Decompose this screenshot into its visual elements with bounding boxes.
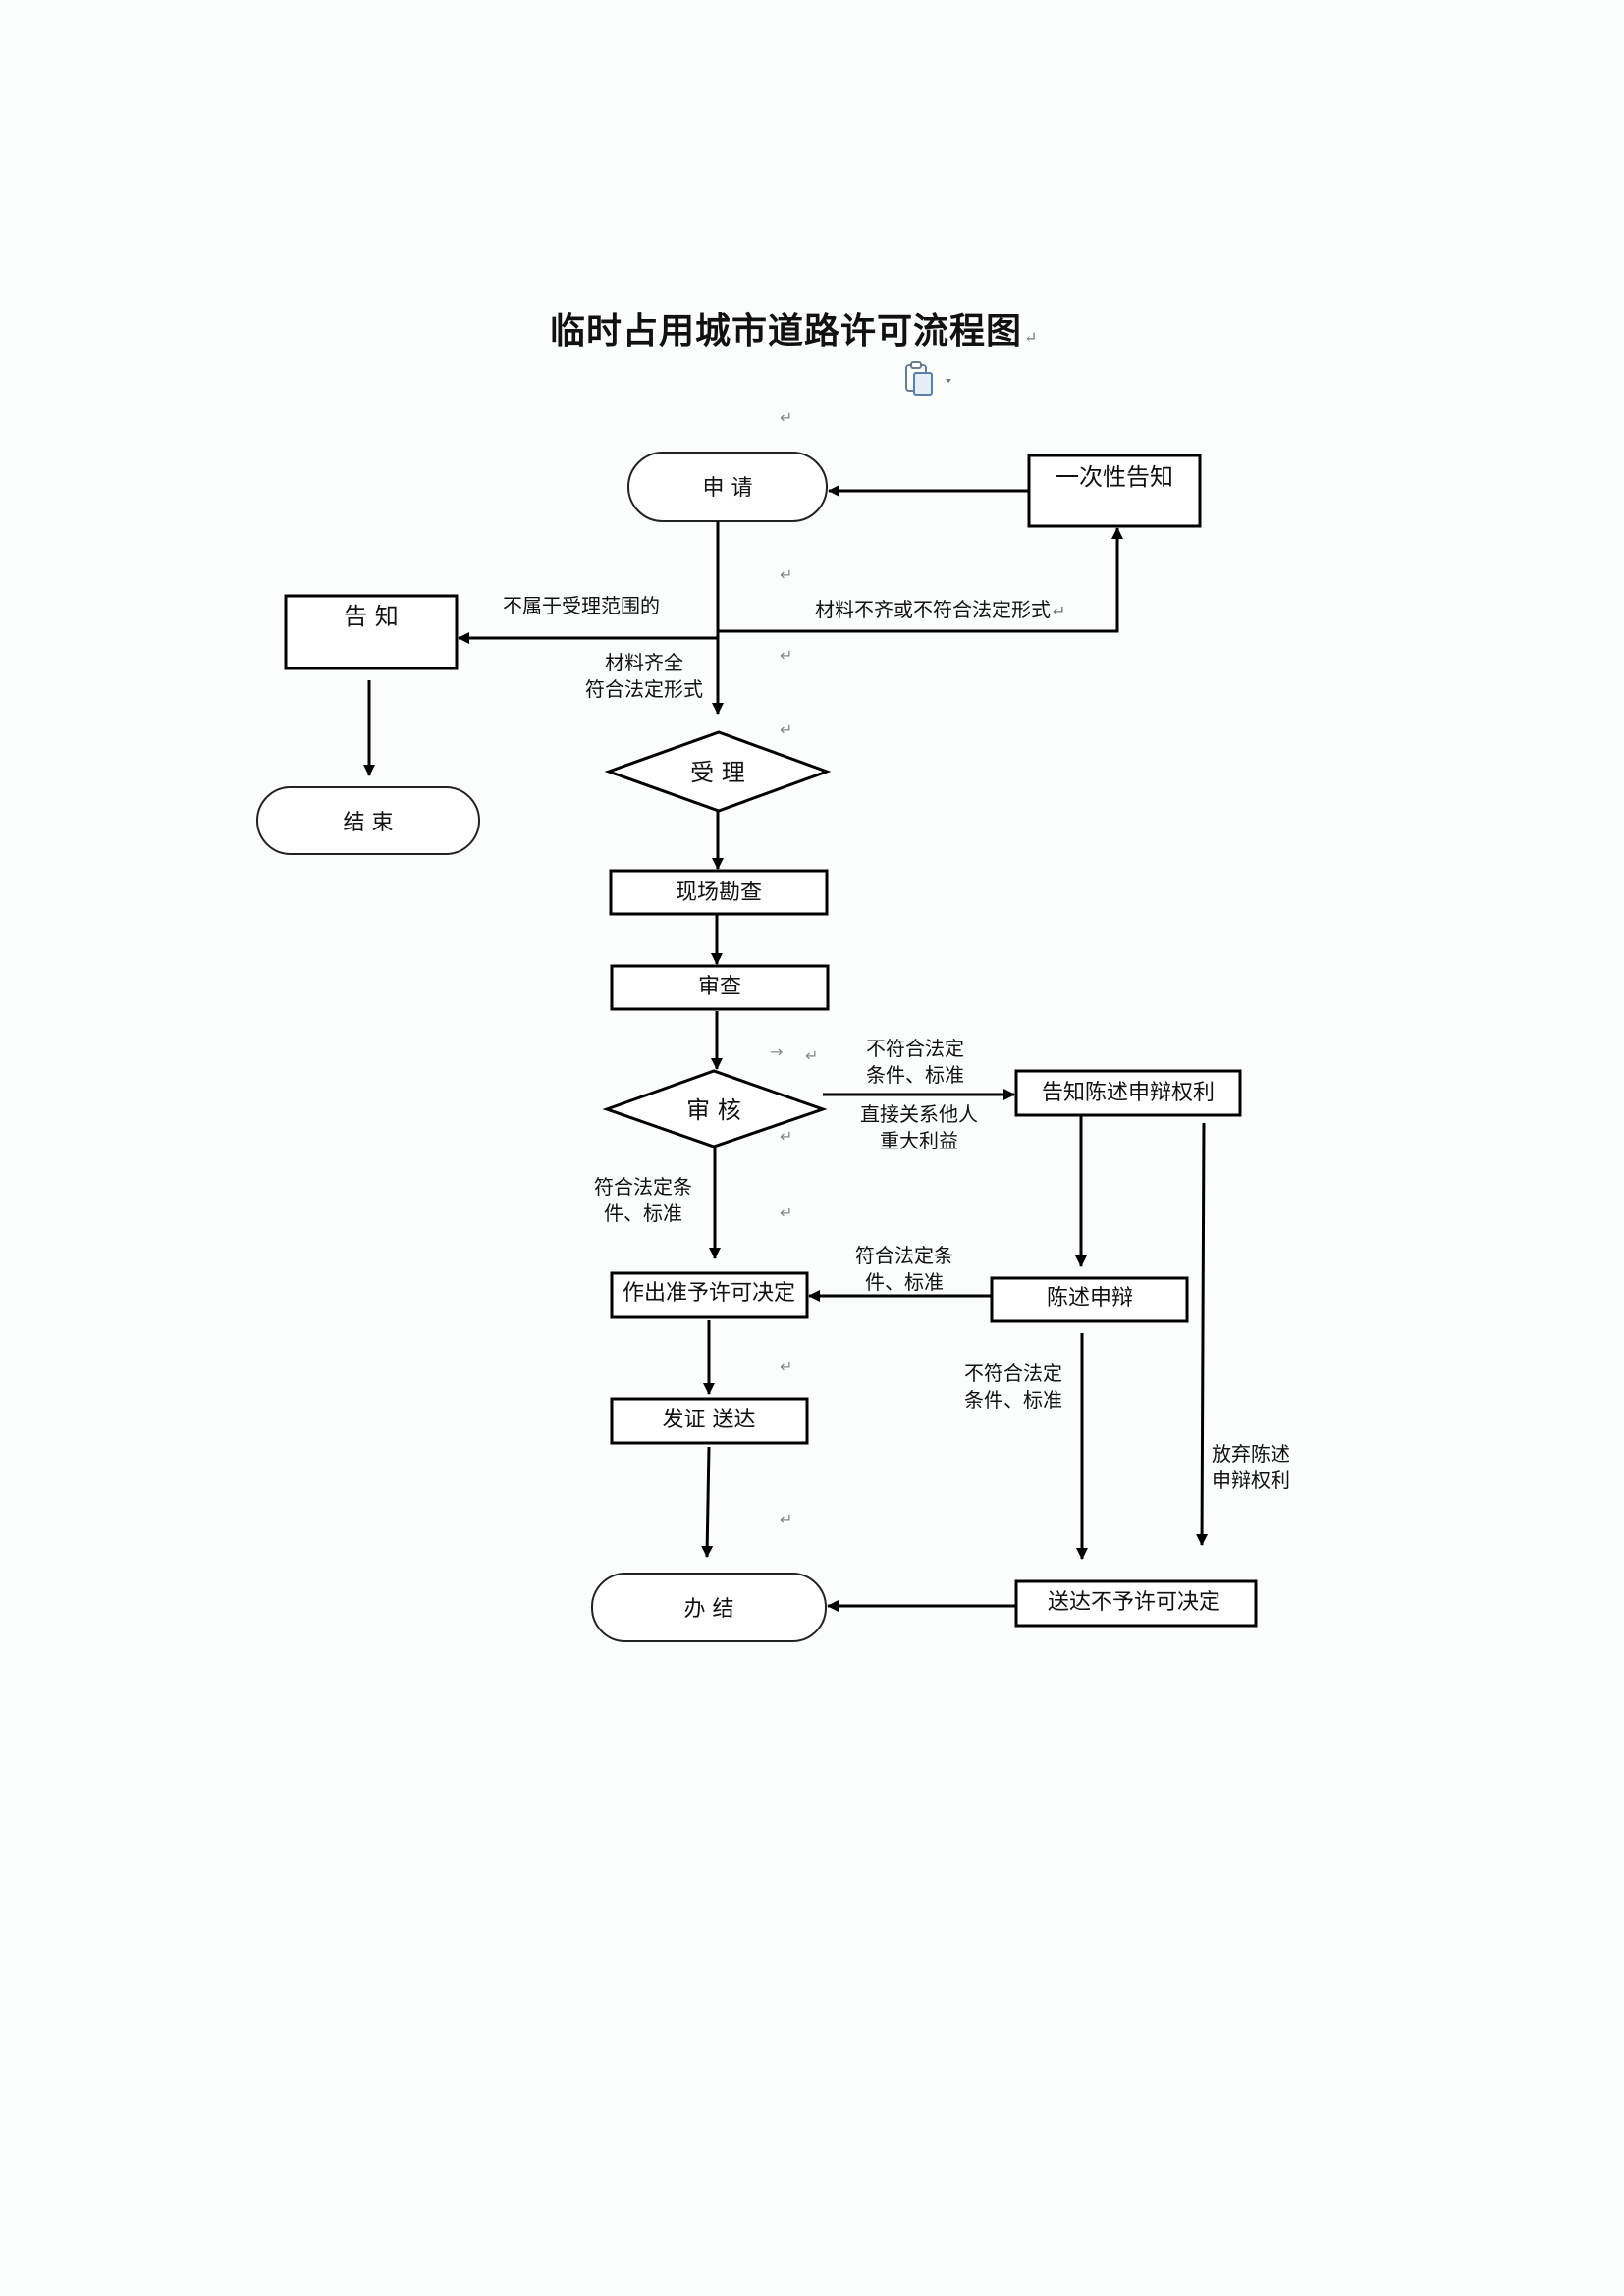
- svg-text:告知陈述申辩权利: 告知陈述申辩权利: [1042, 1081, 1215, 1105]
- label-not-meet-standard: 不符合法定 条件、标准: [866, 1037, 964, 1087]
- svg-text:审查: 审查: [698, 975, 741, 999]
- node-grant-decision: 作出准予许可决定: [610, 1271, 809, 1319]
- svg-text:送达不予许可决定: 送达不予许可决定: [1048, 1590, 1220, 1615]
- node-one-time-notice: 一次性告知: [1027, 454, 1202, 528]
- label-materials-incomplete: 材料不齐或不符合法定形式↵: [815, 598, 1066, 621]
- edge-issue-to-complete: [701, 1446, 714, 1558]
- node-complete: 办 结: [591, 1573, 827, 1642]
- edge-incomplete-to-notice: [718, 527, 1123, 633]
- paragraph-mark: ↵: [805, 1046, 819, 1065]
- paragraph-mark: ↵: [780, 646, 793, 665]
- svg-text:办 结: 办 结: [684, 1597, 734, 1622]
- arrow-mark: →: [770, 1042, 784, 1061]
- edge-waive-to-refusal: [1196, 1122, 1209, 1546]
- paragraph-mark: ↵: [780, 408, 793, 427]
- chevron-down-icon: [946, 379, 951, 383]
- node-statement-defense: 陈述申辩: [990, 1276, 1189, 1323]
- svg-text:发证 送达: 发证 送达: [663, 1408, 756, 1432]
- label-meets-standard: 符合法定条 件、标准: [594, 1175, 692, 1225]
- label-major-interest: 直接关系他人 重大利益: [860, 1102, 978, 1152]
- node-deliver-refusal: 送达不予许可决定: [1014, 1579, 1258, 1628]
- paragraph-mark: ↵: [780, 1127, 793, 1146]
- label-materials-complete: 材料齐全 符合法定形式: [585, 651, 703, 701]
- paragraph-mark: ↵: [780, 721, 793, 739]
- clipboard-icon: [905, 361, 951, 396]
- node-end: 结 束: [256, 786, 480, 855]
- label-defense-not-meet-standard: 不符合法定 条件、标准: [964, 1362, 1062, 1412]
- paragraph-mark: ↵: [780, 1358, 793, 1376]
- node-inform-right: 告知陈述申辩权利: [1014, 1069, 1242, 1117]
- paragraph-mark: ↵: [780, 1510, 793, 1528]
- paste-options-button[interactable]: [902, 361, 955, 400]
- svg-text:陈述申辩: 陈述申辩: [1047, 1286, 1133, 1310]
- label-waive-right: 放弃陈述 申辩权利: [1212, 1442, 1290, 1492]
- svg-text:结 束: 结 束: [344, 811, 394, 835]
- paragraph-mark: ↵: [780, 565, 793, 584]
- node-site-survey: 现场勘查: [609, 869, 829, 916]
- node-issue-deliver: 发证 送达: [610, 1397, 809, 1445]
- node-apply: 申 请: [627, 452, 828, 522]
- svg-text:现场勘查: 现场勘查: [676, 881, 762, 905]
- svg-text:一次性告知: 一次性告知: [1056, 463, 1173, 491]
- svg-text:审 核: 审 核: [686, 1096, 741, 1124]
- svg-text:申 请: 申 请: [703, 476, 753, 501]
- svg-text:受 理: 受 理: [690, 759, 745, 786]
- node-notify: 告 知: [284, 594, 459, 670]
- node-accept: 受 理: [604, 730, 832, 813]
- label-not-in-scope: 不属于受理范围的: [503, 594, 660, 617]
- paragraph-mark: ↵: [780, 1203, 793, 1222]
- label-defense-meets-standard: 符合法定条 件、标准: [855, 1244, 953, 1294]
- node-examine: 审查: [610, 964, 830, 1011]
- page-title: 临时占用城市道路许可流程图↵: [550, 310, 1039, 351]
- node-review: 审 核: [602, 1069, 828, 1148]
- svg-text:告 知: 告 知: [344, 603, 399, 630]
- svg-text:作出准予许可决定: 作出准予许可决定: [623, 1281, 795, 1306]
